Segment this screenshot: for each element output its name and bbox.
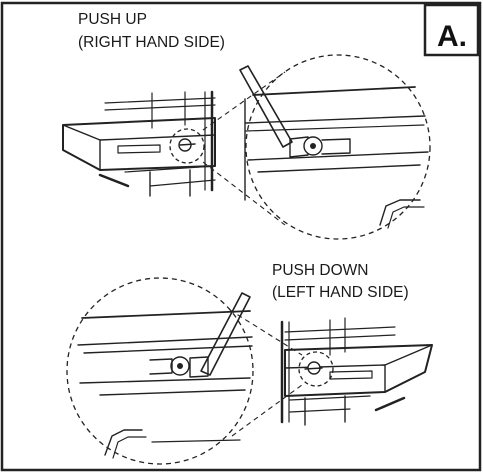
top-zoom-connector-upper [202,71,286,131]
bottom-callout-line1: PUSH DOWN [272,262,368,279]
bottom-zoom-detail [66,277,254,465]
top-zoom-marker [169,128,205,164]
top-release-lever [239,65,293,148]
bottom-zoom-marker [298,351,334,387]
top-zoom-detail [245,54,431,240]
bottom-callout-line2: (LEFT HAND SIDE) [272,284,409,301]
panel-label-badge: A. [423,3,480,57]
top-callout-line1: PUSH UP [78,11,147,28]
bottom-zoom-connector-lower [231,384,303,437]
bottom-release-lever [200,292,251,376]
top-callout-line2: (RIGHT HAND SIDE) [78,34,225,51]
bottom-drawer-illustration [66,277,433,465]
top-drawer-illustration [62,54,431,240]
panel-label: A. [437,20,467,53]
